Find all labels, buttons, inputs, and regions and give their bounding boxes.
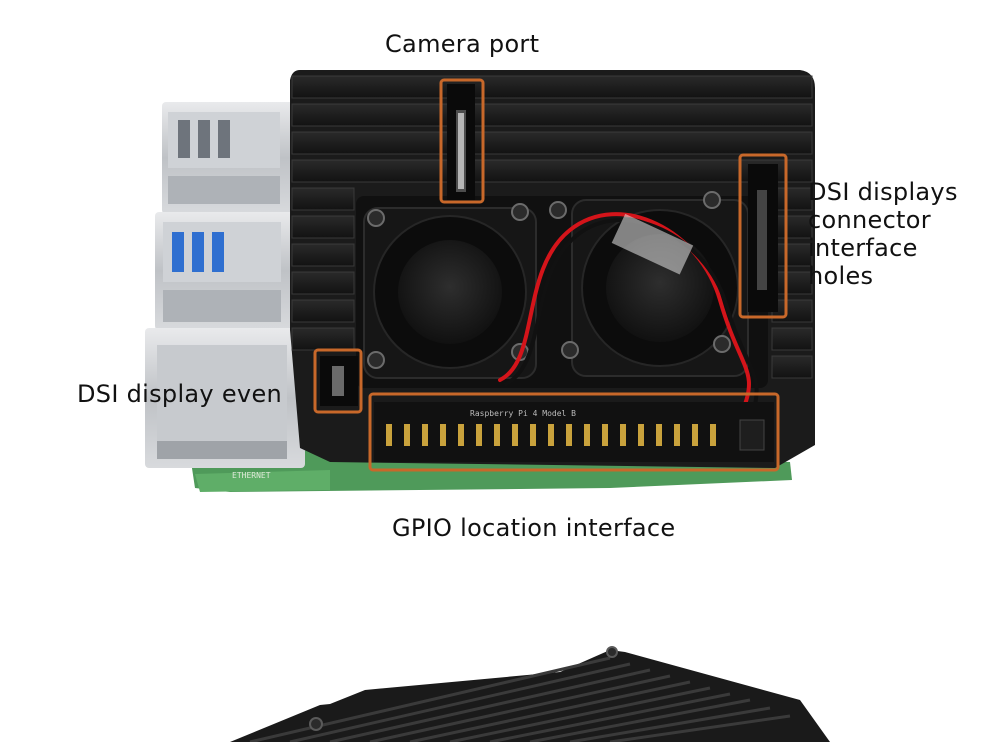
fan-wires	[498, 212, 759, 418]
gpio-label: GPIO location interface	[392, 514, 676, 542]
dsi-displays-label-line-2: connector	[808, 206, 931, 234]
usb-port-top	[162, 102, 294, 214]
case-top-view-partial	[230, 646, 830, 742]
usb3-port-bottom	[155, 212, 295, 330]
dsi-displays-highlight	[738, 153, 788, 319]
svg-text:ETHERNET: ETHERNET	[232, 471, 271, 480]
dsi-display-even-label: DSI display even	[77, 380, 283, 408]
gpio-highlight	[368, 392, 780, 472]
dsi-displays-connector	[748, 164, 778, 312]
dsi-display-even-port	[320, 356, 358, 406]
dsi-displays-label-line-4: holes	[808, 262, 874, 290]
dsi-displays-label-line-3: interface	[808, 234, 918, 262]
highlight-boxes	[313, 78, 788, 472]
cooling-fan-left	[363, 207, 537, 379]
ethernet-port	[145, 328, 305, 468]
dsi-displays-label-line-1: DSI displays	[808, 178, 958, 206]
board-silkscreen-text: Raspberry Pi 4 Model B	[470, 409, 576, 418]
dsi-displays-label: DSI displays connector interface holes	[808, 178, 958, 290]
gpio-header: Raspberry Pi 4 Model B	[374, 402, 774, 462]
camera-port	[447, 84, 475, 200]
dsi-display-even-highlight	[313, 348, 363, 414]
camera-port-label: Camera port	[385, 30, 540, 58]
cooling-fan-right	[571, 199, 749, 377]
camera-port-highlight	[439, 78, 485, 204]
